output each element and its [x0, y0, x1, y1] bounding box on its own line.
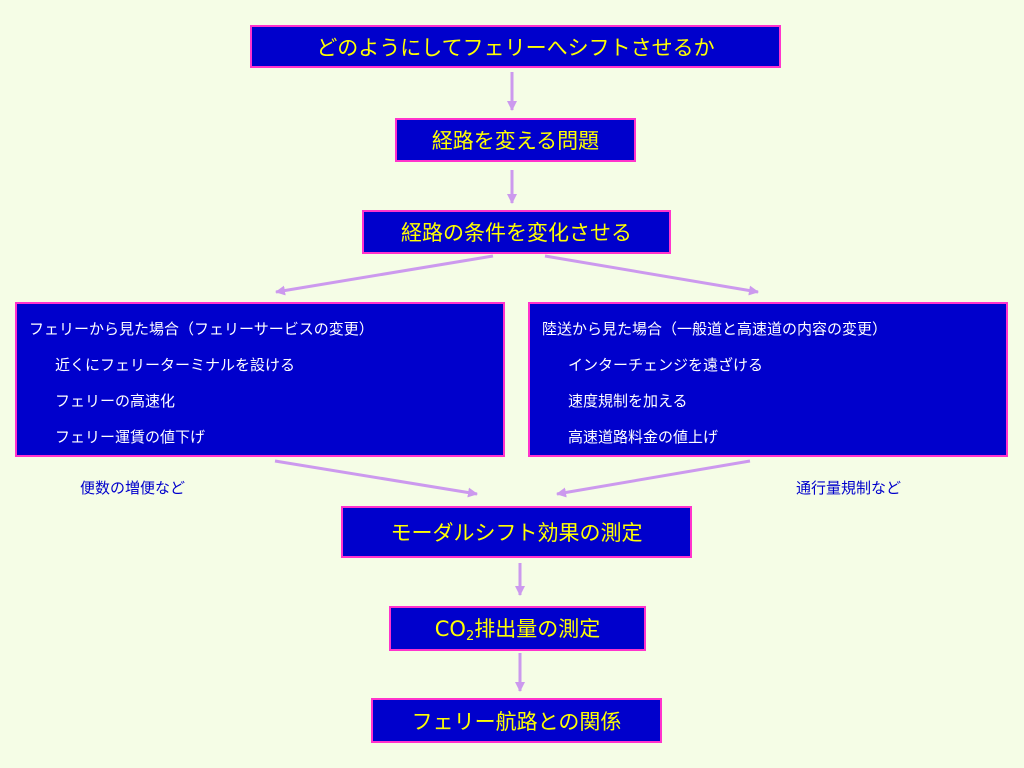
ferry-view-item: フェリーの高速化 — [55, 392, 176, 410]
arrow-3-right — [544, 254, 759, 296]
arrow-4-right — [556, 459, 751, 498]
right-note: 通行量規制など — [796, 479, 902, 497]
co2-suffix: 排出量の測定 — [474, 617, 601, 641]
arrow-3-left — [275, 254, 494, 296]
route-change-problem-text: 経路を変える問題 — [431, 129, 600, 153]
ferry-view-title: フェリーから見た場合（フェリーサービスの変更） — [29, 320, 374, 338]
modal-shift-measure-box: モーダルシフト効果の測定 — [341, 506, 692, 558]
land-view-item: 速度規制を加える — [568, 392, 688, 410]
modal-shift-measure-text: モーダルシフト効果の測定 — [390, 521, 643, 545]
how-to-shift-box: どのようにしてフェリーへシフトさせるか — [250, 25, 781, 68]
ferry-route-relation-text: フェリー航路との関係 — [411, 709, 622, 734]
change-route-conditions-box: 経路の条件を変化させる — [362, 210, 671, 254]
arrow-4-left — [274, 459, 478, 498]
land-view-title: 陸送から見た場合（一般道と高速道の内容の変更） — [542, 320, 888, 338]
land-view-item: インターチェンジを遠ざける — [568, 356, 764, 374]
ferry-route-relation-box: フェリー航路との関係 — [371, 698, 662, 743]
co2-measure-box: CO2排出量の測定 — [389, 606, 646, 651]
ferry-view-item: 近くにフェリーターミナルを設ける — [55, 356, 296, 374]
co2-measure-label: CO2排出量の測定 — [435, 613, 600, 644]
route-change-problem-box: 経路を変える問題 — [395, 118, 636, 162]
change-route-conditions-text: 経路の条件を変化させる — [401, 221, 632, 245]
ferry-view-item: フェリー運賃の値下げ — [55, 428, 206, 446]
left-note: 便数の増便など — [80, 479, 186, 497]
how-to-shift-text: どのようにしてフェリーへシフトさせるか — [316, 35, 715, 60]
ferry-view-box: フェリーから見た場合（フェリーサービスの変更） 近くにフェリーターミナルを設ける… — [15, 302, 505, 457]
land-view-item: 高速道路料金の値上げ — [568, 428, 719, 446]
co2-prefix: CO — [434, 617, 466, 641]
co2-subscript: 2 — [465, 629, 475, 644]
land-view-box: 陸送から見た場合（一般道と高速道の内容の変更） インターチェンジを遠ざける 速度… — [528, 302, 1008, 457]
